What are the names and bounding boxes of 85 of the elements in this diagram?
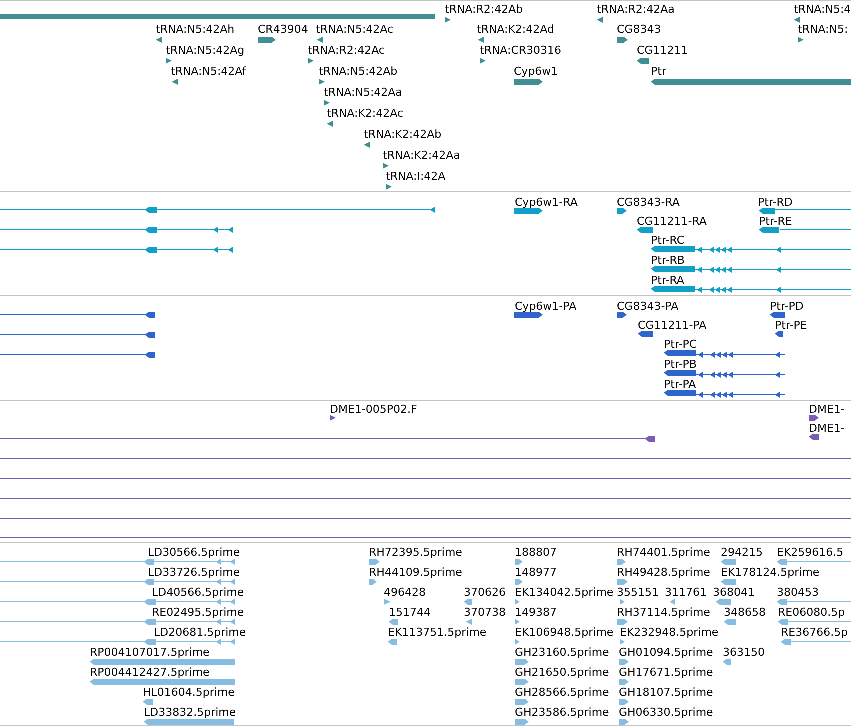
feature-label: 496428 bbox=[384, 586, 426, 599]
feature-label: LD30566.5prime bbox=[148, 546, 240, 559]
feature-label: CG11211-RA bbox=[637, 215, 707, 228]
feature-label: HL01604.5prime bbox=[143, 686, 235, 699]
feature-label: 370738 bbox=[464, 606, 506, 619]
feature-label: RH72395.5prime bbox=[369, 546, 462, 559]
feature-label: Ptr-PD bbox=[770, 300, 804, 313]
feature-label: 151744 bbox=[389, 606, 431, 619]
feature-label: tRNA:N5:42Aa bbox=[324, 86, 402, 99]
feature-label: RE06080.5p bbox=[778, 606, 846, 619]
feature-label: RP004107017.5prime bbox=[90, 646, 210, 659]
feature-label: CR43904 bbox=[258, 23, 308, 36]
feature-label: DME1-005P02.F bbox=[330, 403, 418, 416]
feature-label: EK232948.5prime bbox=[620, 626, 719, 639]
feature-label: CG11211 bbox=[637, 44, 688, 57]
feature-label: RH49428.5prime bbox=[617, 566, 710, 579]
feature-label: tRNA:K2:42Ab bbox=[364, 128, 442, 141]
feature-label: tRNA:K2:42Aa bbox=[383, 149, 460, 162]
feature-label: 348658 bbox=[724, 606, 766, 619]
feature-label: Ptr-RC bbox=[651, 234, 685, 247]
feature-label: GH17671.5prime bbox=[619, 666, 714, 679]
feature-label: tRNA:N5: bbox=[798, 23, 848, 36]
feature-label: Ptr-PC bbox=[664, 338, 698, 351]
feature-label: RH44109.5prime bbox=[369, 566, 462, 579]
feature-label: 188807 bbox=[515, 546, 557, 559]
feature-label: 370626 bbox=[464, 586, 506, 599]
feature-label: CG8343 bbox=[617, 23, 662, 36]
feature-label: RH37114.5prime bbox=[617, 606, 710, 619]
feature-label: Ptr-PB bbox=[664, 358, 697, 371]
feature-label: Ptr-RA bbox=[651, 274, 684, 287]
feature-label: tRNA:N5:42Ac bbox=[316, 23, 394, 36]
feature-label: GH06330.5prime bbox=[619, 706, 714, 719]
feature-label: tRNA:N5:42Af bbox=[171, 65, 246, 78]
feature-label: tRNA:R2:42Aa bbox=[597, 3, 675, 16]
feature-label: tRNA:N5:42Ab bbox=[319, 65, 398, 78]
feature-label: GH21650.5prime bbox=[515, 666, 610, 679]
feature-label: Cyp6w1-PA bbox=[515, 300, 577, 313]
feature-label: EK106948.5prime bbox=[515, 626, 614, 639]
feature-label: CG8343-PA bbox=[617, 300, 679, 313]
feature-label: RH74401.5prime bbox=[617, 546, 710, 559]
feature-label: 363150 bbox=[723, 646, 765, 659]
feature-label: GH01094.5prime bbox=[619, 646, 714, 659]
feature-label: Ptr-PE bbox=[775, 319, 808, 332]
feature-label: LD33726.5prime bbox=[148, 566, 240, 579]
feature-label: 355151 bbox=[617, 586, 659, 599]
feature-label: Cyp6w1-RA bbox=[515, 196, 578, 209]
feature-label: 380453 bbox=[777, 586, 819, 599]
feature-label: GH23160.5prime bbox=[515, 646, 610, 659]
feature-label: Ptr bbox=[651, 65, 666, 78]
feature-label: tRNA:K2:42Ac bbox=[327, 107, 404, 120]
feature-label: 148977 bbox=[515, 566, 557, 579]
feature-label: EK178124.5prime bbox=[721, 566, 820, 579]
feature-label: EK259616.5 bbox=[777, 546, 844, 559]
feature-label: GH28566.5prime bbox=[515, 686, 610, 699]
feature-label: CG11211-PA bbox=[638, 319, 707, 332]
feature-label: 294215 bbox=[721, 546, 763, 559]
feature-label: tRNA:R2:42Ac bbox=[308, 44, 385, 57]
feature-label: tRNA:K2:42Ad bbox=[477, 23, 554, 36]
feature-label: GH18107.5prime bbox=[619, 686, 714, 699]
feature-label: CG8343-RA bbox=[617, 196, 680, 209]
feature-label: 311761 bbox=[665, 586, 707, 599]
feature-label: EK134042.5prime bbox=[515, 586, 614, 599]
feature-label: LD20681.5prime bbox=[154, 626, 246, 639]
feature-label: LD33832.5prime bbox=[144, 706, 236, 719]
feature-label: Ptr-RB bbox=[651, 254, 685, 267]
feature-label: RP004412427.5prime bbox=[90, 666, 210, 679]
feature-label: GH23586.5prime bbox=[515, 706, 610, 719]
feature-label: RE36766.5p bbox=[781, 626, 848, 639]
feature-label: Ptr-PA bbox=[664, 378, 696, 391]
feature-label: tRNA:N5:42Ah bbox=[156, 23, 235, 36]
feature-label: tRNA:I:42A bbox=[386, 170, 446, 183]
feature-label: tRNA:N5:42Ag bbox=[166, 44, 245, 57]
feature-label: tRNA:N5:4 bbox=[794, 3, 851, 16]
feature-label: tRNA:CR30316 bbox=[480, 44, 562, 57]
feature-label: EK113751.5prime bbox=[388, 626, 487, 639]
feature-label: RE02495.5prime bbox=[152, 606, 244, 619]
feature-label: LD40566.5prime bbox=[152, 586, 244, 599]
feature-label: tRNA:R2:42Ab bbox=[445, 3, 524, 16]
feature-label: DME1- bbox=[809, 403, 845, 416]
feature-label: Ptr-RD bbox=[758, 196, 793, 209]
feature-label: Ptr-RE bbox=[759, 215, 792, 228]
feature-label: DME1- bbox=[809, 422, 845, 435]
feature-label: Cyp6w1 bbox=[514, 65, 558, 78]
feature-label: 149387 bbox=[515, 606, 557, 619]
feature-label: 368041 bbox=[713, 586, 755, 599]
